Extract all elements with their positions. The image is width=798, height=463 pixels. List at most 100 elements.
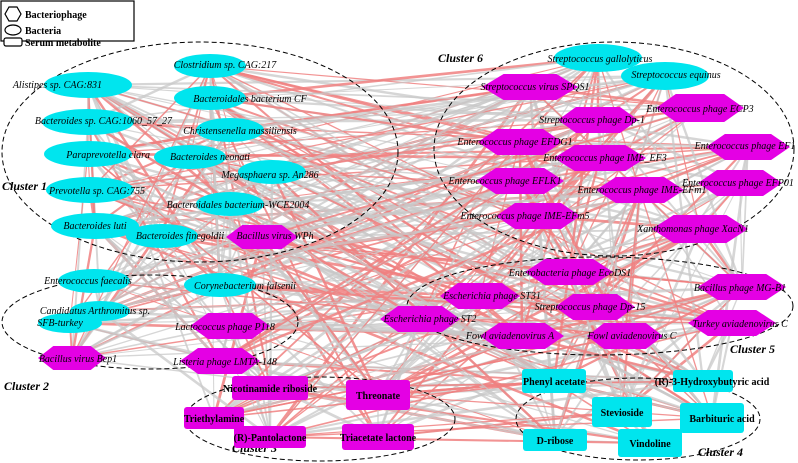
node-label: Corynebacterium falsenii [194,281,296,292]
serum-metabolite-node [342,424,414,450]
serum-metabolite-node [523,429,587,451]
correlation-edge [377,321,733,397]
correlation-edge [377,318,421,438]
correlation-edge [269,435,651,445]
correlation-edge [71,215,539,359]
correlation-edge [87,57,599,123]
node-label: Candidatus Arthromitus sp. [40,306,150,317]
node-label: Enterococcus phage ECP3 [645,104,753,115]
node-label: D-ribose [537,436,574,447]
node-label: Paraprevotella clara [65,150,150,161]
node-label: SFB-turkey [37,318,83,329]
correlation-edge [377,394,713,419]
node-label: Fowl aviadenovirus A [465,331,555,342]
node-label: Enterococcus faecalis [43,276,132,287]
node-label: Clostridium sp. CAG:217 [174,60,278,71]
node-label: Bacteroidales bacterium CF [193,94,307,105]
node-label: Bacteroides finegoldii [136,231,224,242]
correlation-edge [377,119,599,396]
bacteriophage-node [525,259,613,285]
node-label: Alistipes sp. CAG:831 [12,80,102,91]
serum-metabolite-node [680,403,744,433]
correlation-edge [99,215,539,312]
correlation-edge [219,284,379,438]
legend-frame [0,0,135,42]
node-label: Megasphaera sp. An286 [220,170,318,181]
correlation-edge [269,380,704,389]
serum-metabolite-node [346,380,410,410]
correlation-edge [377,227,701,397]
legend-ellipse-icon [4,24,22,36]
correlation-edge [209,97,626,337]
correlation-edge [209,96,521,144]
bacteria-node [238,160,306,184]
node-label: Bacteroides sp. CAG:1060_57_27 [35,116,173,127]
cluster-label-c6: Cluster 6 [438,51,483,65]
correlation-edge [209,75,666,99]
correlation-edge [521,285,743,338]
legend: Bacteriophage Bacteria Serum metabolite [0,0,135,49]
correlation-edge [219,180,521,362]
correlation-edge [261,236,379,396]
correlation-edge [87,84,599,121]
node-label: Streptococcus equinus [631,70,720,81]
bacteriophage-node [226,225,298,249]
bacteriophage-node [698,274,786,300]
bacteria-node [44,141,132,167]
correlation-edge [209,65,701,109]
bacteria-node [196,118,264,142]
node-label: Enterococcus phage IME-EFm1 [576,185,706,196]
node-label: Enterococcus phage EFP01 [681,178,794,189]
bacteria-node [154,145,226,169]
cluster-outline-c6 [433,41,795,257]
node-label: (R)-3-Hydroxybutyric acid [655,377,770,388]
cluster-label-c4: Cluster 4 [698,445,743,459]
correlation-edge [94,75,666,227]
serum-metabolite-node [232,376,308,400]
bacteriophage-node [190,313,270,339]
correlation-edge [521,215,539,337]
correlation-edge [89,65,211,191]
bacteriophage-node [482,74,578,100]
node-label: Listeria phage LMTA-148 [172,357,277,368]
node-label: (R)-Pantolactone [234,433,307,444]
bacteria-node [126,224,198,248]
serum-metabolite-node [673,370,733,392]
bacteria-node [38,313,102,333]
correlation-edge [87,84,556,441]
legend-label-bacteriophage: Bacteriophage [25,10,87,21]
correlation-edge [71,357,379,396]
node-label: Nicotinamide riboside [223,384,318,395]
bacteria-node [174,86,246,110]
bacteria-node [44,72,132,98]
legend-rect-icon [3,37,23,47]
correlation-edge [377,306,596,396]
node-label: Streptococcus virus SPQS1 [480,82,589,93]
bacteria-node [58,269,130,293]
node-label: Christensenella massiliensis [183,126,297,137]
correlation-edge [209,65,733,324]
bacteriophage-node [38,346,106,370]
serum-metabolite-node [234,426,306,448]
node-label: Enterobacteria phage EcoDS1 [508,268,631,279]
correlation-edge [213,335,626,419]
serum-metabolite-node [522,369,586,393]
node-label: Bacteroidales bacterium-WCE2004 [167,200,310,211]
serum-metabolite-node [184,407,244,429]
correlation-edge [99,203,231,312]
bacteriophage-node [698,170,782,196]
correlation-edge [89,189,555,382]
bacteriophage-node [180,348,260,374]
correlation-edge [271,85,531,174]
legend-label-serum-metabolite: Serum metabolite [25,38,101,49]
correlation-edge [377,107,701,396]
correlation-edge [209,64,521,144]
node-label: Bacteroides luti [63,221,126,232]
node-label: Enterococcus phage IME-EFm5 [459,211,589,222]
cluster-label-c1: Cluster 1 [2,179,47,193]
node-label: Enterococcus phage EFLK1 [448,176,562,187]
bacteriophage-node [496,203,580,229]
legend-hexagon-icon [4,6,22,22]
